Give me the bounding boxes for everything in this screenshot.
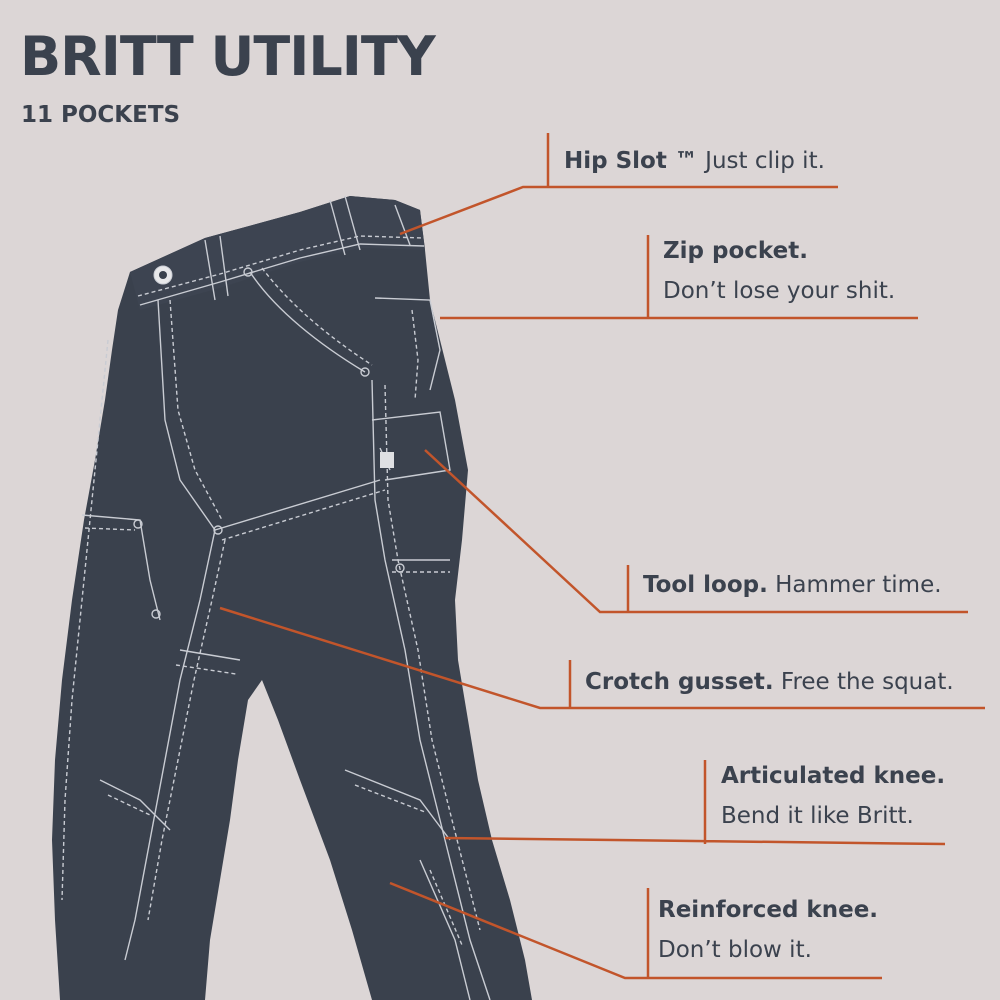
callout-crotch-gusset-text: Free the squat. — [773, 669, 954, 695]
page-title: BRITT UTILITY — [20, 25, 436, 88]
callout-tool-loop: Tool loop. Hammer time. — [643, 574, 942, 597]
leader-hip-slot — [399, 133, 838, 236]
leader-reinforced-knee — [389, 881, 882, 980]
stitching — [61, 195, 491, 1000]
callout-reinforced-knee-title: Reinforced knee. — [658, 897, 879, 923]
callout-tool-loop-text: Hammer time. — [767, 572, 942, 598]
callout-hip-slot-text: Just clip it. — [697, 148, 825, 174]
leader-articulated-knee — [444, 760, 946, 846]
pants-silhouette — [52, 196, 532, 1000]
leader-crotch-gusset — [219, 606, 985, 710]
callout-zip-pocket: Zip pocket. Don’t lose your shit. — [663, 240, 895, 303]
callout-zip-pocket-text: Don’t lose your shit. — [663, 278, 896, 304]
callout-reinforced-knee-text: Don’t blow it. — [658, 937, 812, 963]
leader-lines — [219, 133, 985, 980]
callout-crotch-gusset: Crotch gusset. Free the squat. — [585, 671, 954, 694]
callout-articulated-knee: Articulated knee. Bend it like Britt. — [721, 765, 945, 828]
callout-crotch-gusset-title: Crotch gusset. — [585, 669, 774, 695]
callout-hip-slot-title: Hip Slot ™ — [564, 148, 698, 174]
waistband — [130, 196, 425, 310]
callout-articulated-knee-title: Articulated knee. — [721, 763, 946, 789]
rivets — [133, 265, 405, 619]
pocket-count: 11 POCKETS — [21, 102, 181, 128]
leader-zip-pocket — [440, 235, 918, 320]
callout-articulated-knee-text: Bend it like Britt. — [721, 803, 914, 829]
tool-loop-tag — [380, 452, 394, 468]
pants-body — [52, 196, 532, 1000]
callout-reinforced-knee: Reinforced knee. Don’t blow it. — [658, 899, 878, 962]
callout-hip-slot: Hip Slot ™ Just clip it. — [564, 150, 825, 173]
leader-tool-loop — [424, 449, 968, 614]
callout-zip-pocket-title: Zip pocket. — [663, 238, 808, 264]
callout-tool-loop-title: Tool loop. — [643, 572, 768, 598]
